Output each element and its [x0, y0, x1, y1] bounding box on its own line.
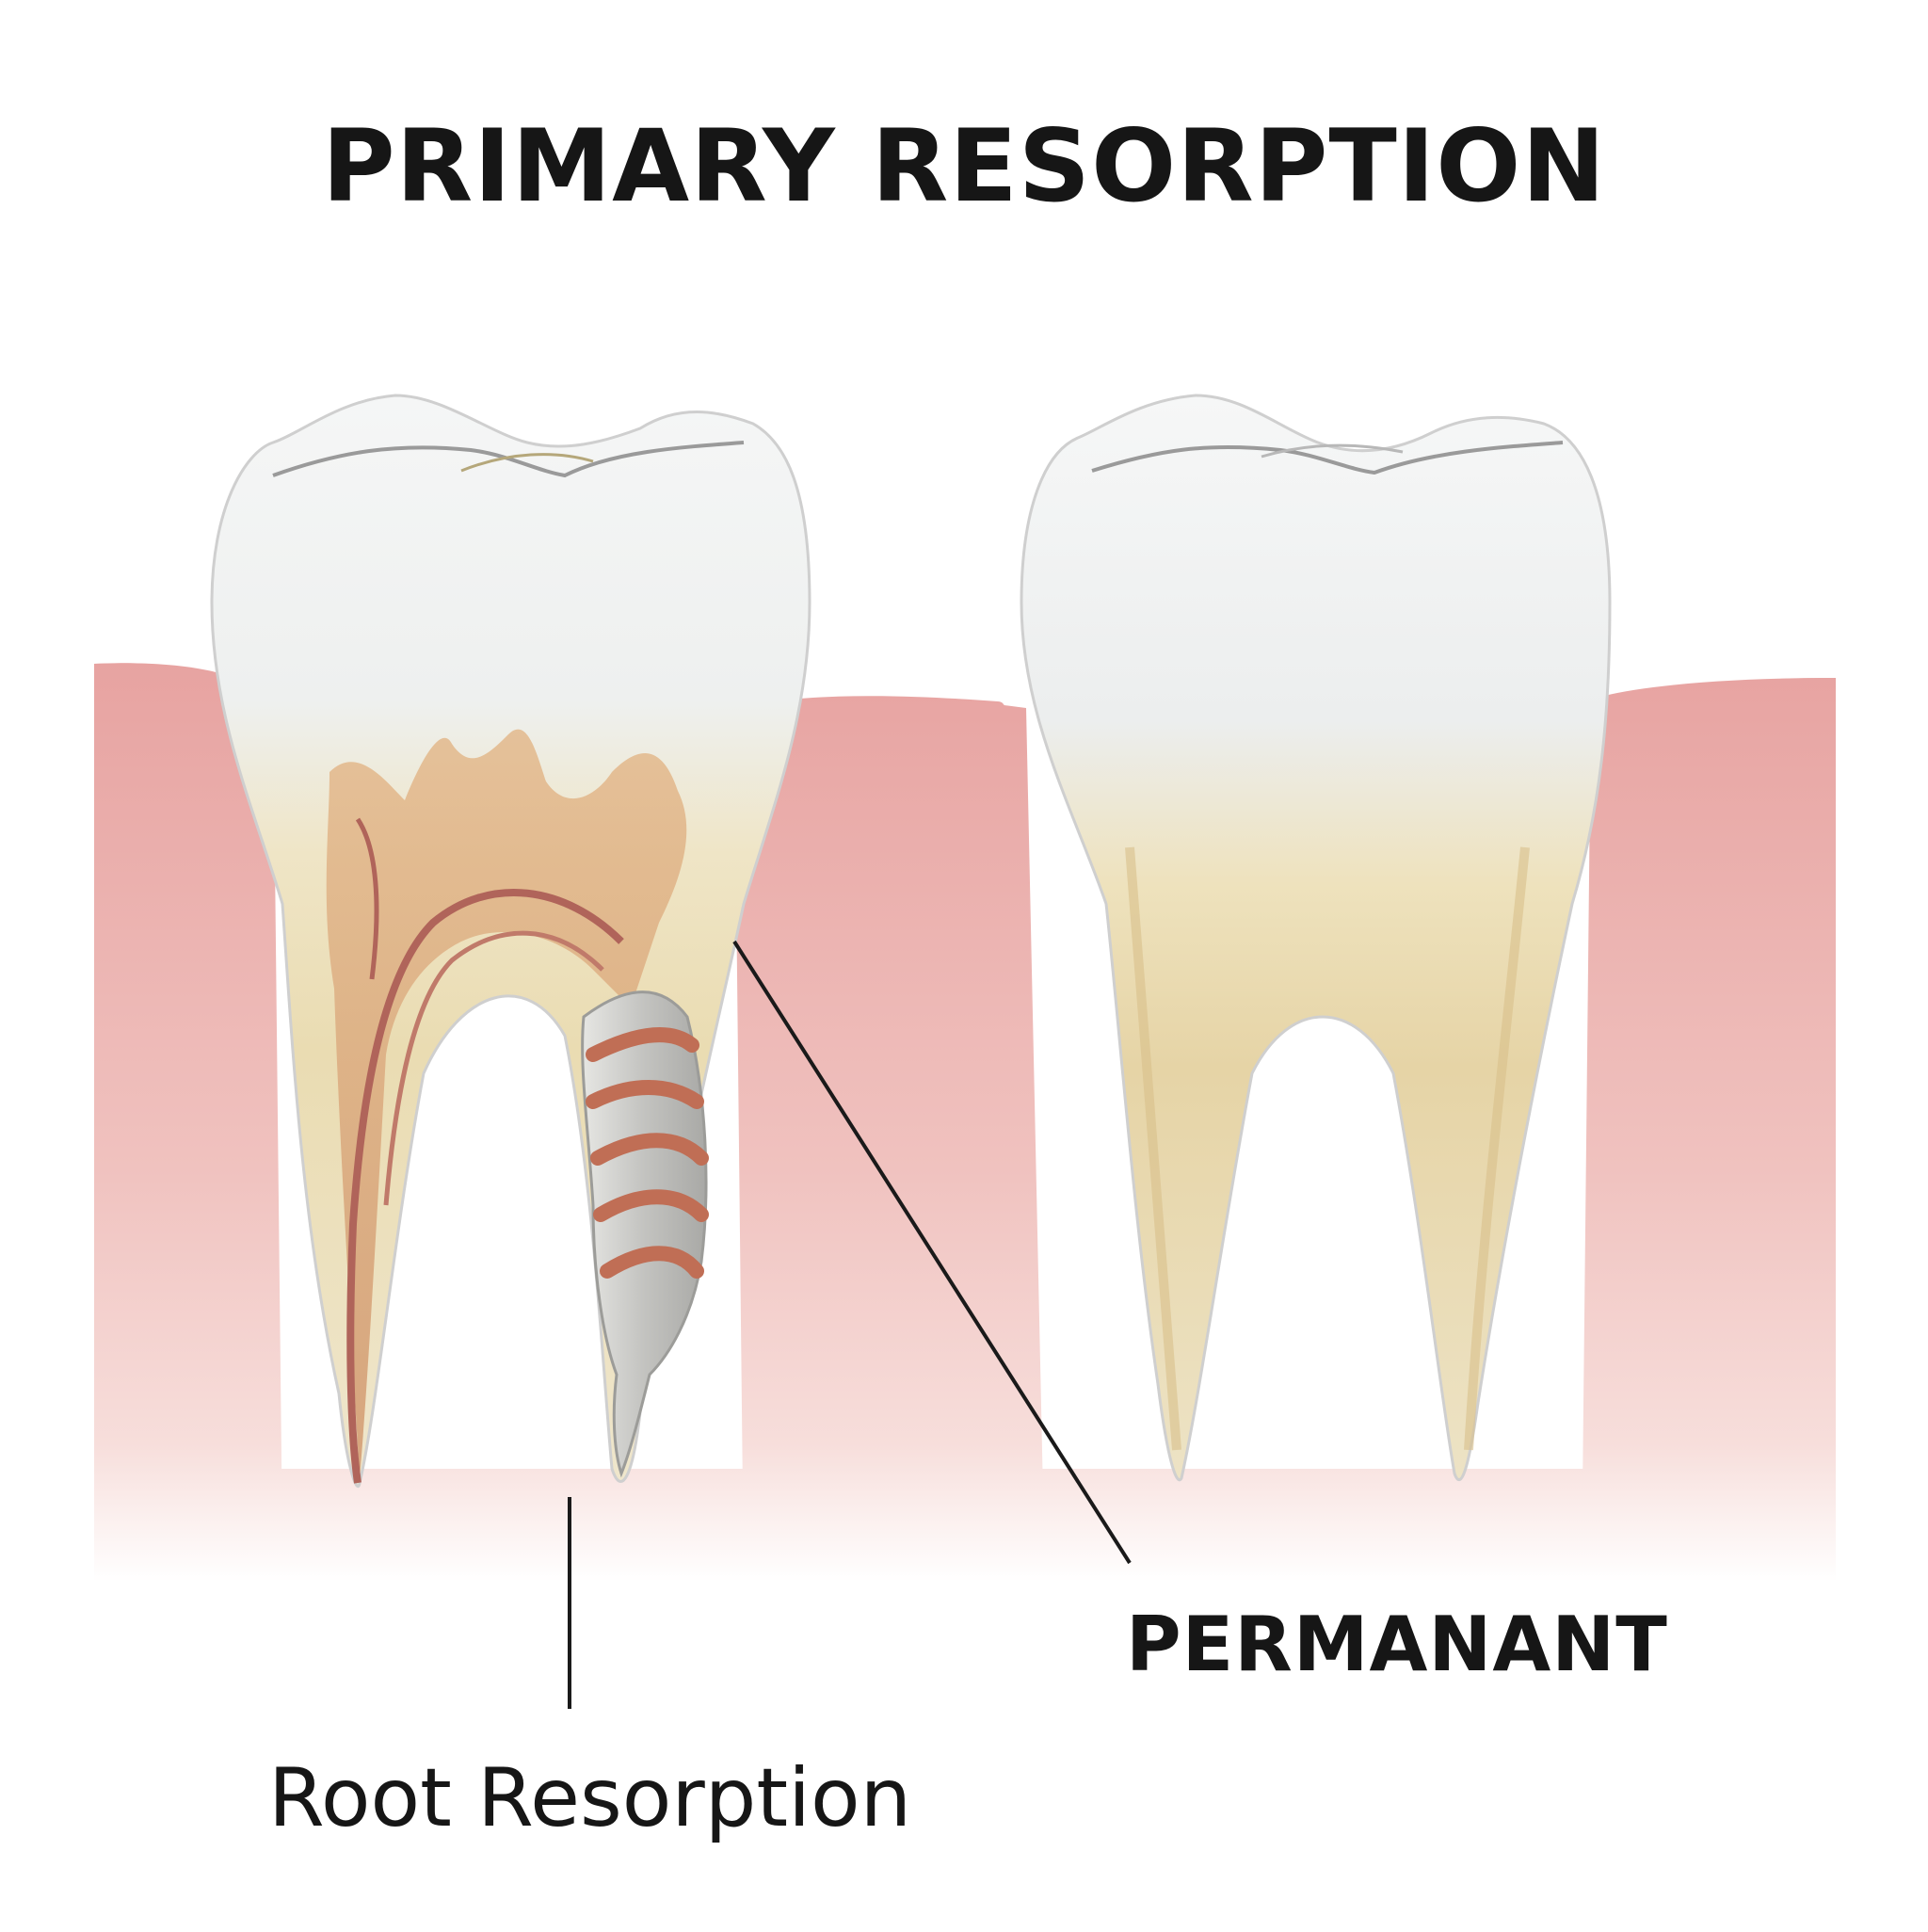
resorption-band [600, 1246, 704, 1279]
permanent-label: PERMANANT [1126, 1601, 1668, 1688]
permanent-tooth-crown-cusp [1261, 443, 1404, 459]
gum-fill [94, 663, 1836, 1582]
primary-tooth-crown-cusp [460, 453, 594, 473]
permanent-tooth [1020, 394, 1612, 1482]
primary-tooth-nerve [346, 888, 624, 1484]
resorption-band [586, 1080, 704, 1109]
primary-tooth-nerve-outer [355, 817, 379, 980]
leader-line-permanent [732, 940, 1132, 1565]
primary-tooth-nerve-inner [383, 930, 604, 1206]
resorbing-root-tissue [581, 990, 708, 1478]
permanent-tooth-crown-groove [1091, 441, 1564, 475]
primary-tooth-crown-groove [272, 441, 745, 478]
permanent-tooth-root-shadow [1125, 846, 1530, 1451]
resorption-bands [586, 1027, 709, 1279]
root-resorption-label: Root Resorption [268, 1751, 912, 1845]
permanent-tooth-body [1020, 394, 1612, 1482]
resorption-band [586, 1027, 699, 1062]
resorption-band [590, 1133, 709, 1166]
primary-tooth [210, 394, 811, 1489]
diagram-title: PRIMARY RESORPTION [321, 108, 1607, 224]
resorption-band [593, 1189, 709, 1222]
